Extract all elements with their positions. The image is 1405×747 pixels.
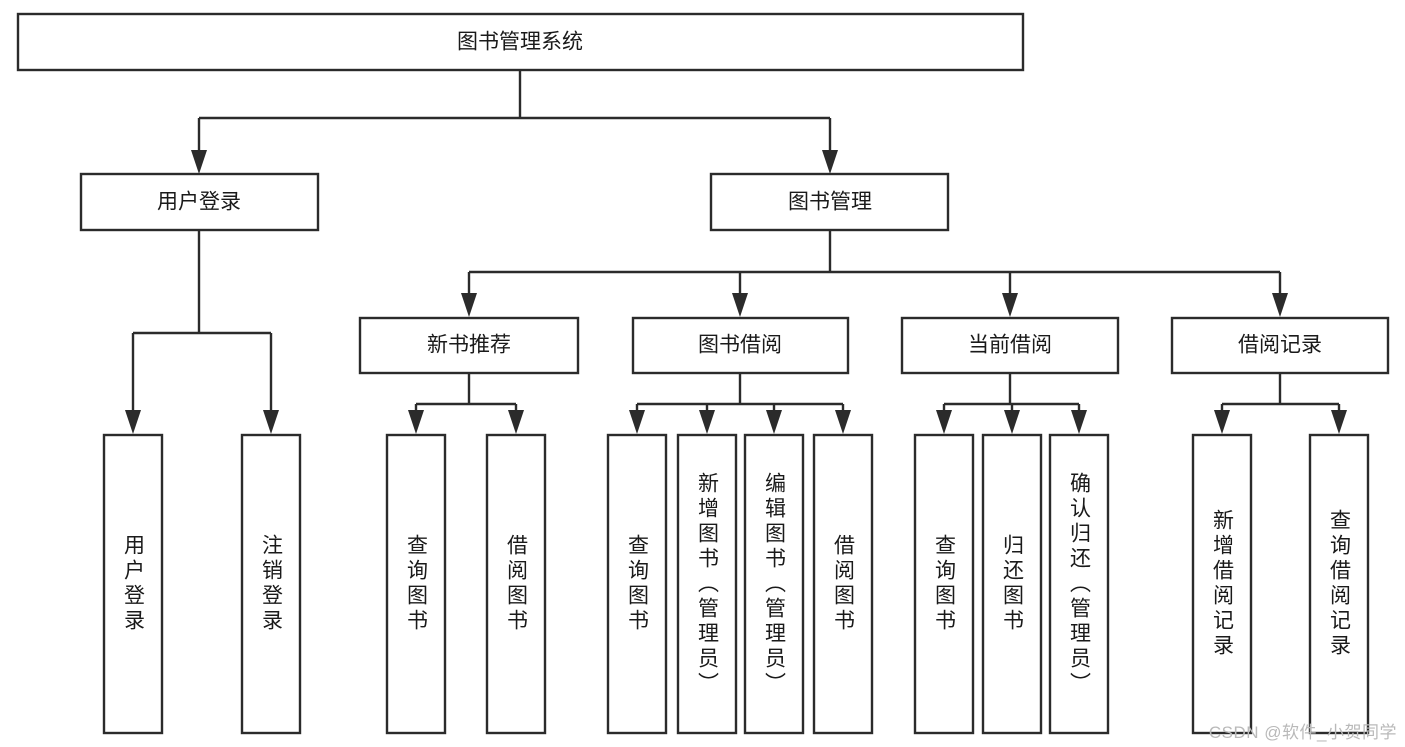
node-borrow-records-box[interactable] [1170,316,1390,375]
node-cb-return-book-box[interactable] [981,433,1043,735]
connector-borrow-records-trunk [1220,373,1341,412]
node-book-borrow-label: 图书借阅 [698,334,782,357]
connector-new-book-recommend-trunk [414,373,518,412]
node-bb-edit-book-admin-box[interactable] [743,433,805,735]
node-book-borrow-box[interactable] [631,316,850,375]
node-leaf-user-login-box[interactable] [102,433,164,735]
node-new-book-recommend-box[interactable] [358,316,580,375]
node-root-box[interactable] [16,12,1025,72]
arrow-to-new-book-recommend [461,293,477,317]
arrow-to-cb-confirm-return-admin [1071,410,1087,434]
node-borrow-records-label: 借阅记录 [1238,334,1322,357]
csdn-watermark: CSDN @软件_小贺同学 [1208,723,1397,742]
node-bb-borrow-book-box[interactable] [812,433,874,735]
node-cb-query-book-box[interactable] [913,433,975,735]
arrow-to-leaf-user-logout [263,410,279,434]
arrow-to-bb-query-book [629,410,645,434]
node-user-login-box[interactable] [79,172,320,232]
arrow-to-nbr-query-book [408,410,424,434]
connector-user-login-trunk [131,230,273,412]
connector-current-borrow-trunk [942,373,1081,412]
node-root-label: 图书管理系统 [457,31,583,54]
node-current-borrow-label: 当前借阅 [968,334,1052,357]
node-br-query-record-box[interactable] [1308,433,1370,735]
node-bb-query-book-box[interactable] [606,433,668,735]
arrow-to-book-management [822,150,838,174]
node-nbr-query-book-box[interactable] [385,433,447,735]
node-current-borrow-box[interactable] [900,316,1120,375]
node-cb-confirm-return-admin-box[interactable] [1048,433,1110,735]
arrow-to-user-login [191,150,207,174]
node-br-add-record-box[interactable] [1191,433,1253,735]
node-book-management-label: 图书管理 [788,191,872,214]
arrow-to-leaf-user-login [125,410,141,434]
arrow-to-borrow-records [1272,293,1288,317]
arrow-to-bb-borrow-book [835,410,851,434]
arrow-to-bb-add-book-admin [699,410,715,434]
arrow-to-current-borrow [1002,293,1018,317]
arrow-to-cb-return-book [1004,410,1020,434]
node-layer: 图书管理系统 用户登录 图书管理 新书推荐 图书借阅 当前借阅 借阅记录 [16,12,1390,735]
arrow-to-nbr-borrow-book [508,410,524,434]
connector-book-borrow-trunk [635,373,845,412]
node-bb-add-book-admin-box[interactable] [676,433,738,735]
connector-root-trunk [197,70,832,152]
node-leaf-user-logout-box[interactable] [240,433,302,735]
arrow-to-br-query-record [1331,410,1347,434]
arrow-to-bb-edit-book-admin [766,410,782,434]
arrow-to-cb-query-book [936,410,952,434]
connector-layer [125,70,1347,434]
node-book-management-box[interactable] [709,172,950,232]
node-user-login-label: 用户登录 [157,191,241,214]
arrow-to-br-add-record [1214,410,1230,434]
node-nbr-borrow-book-box[interactable] [485,433,547,735]
connector-book-management-trunk [467,230,1282,295]
arrow-to-book-borrow [732,293,748,317]
node-new-book-recommend-label: 新书推荐 [427,334,511,357]
